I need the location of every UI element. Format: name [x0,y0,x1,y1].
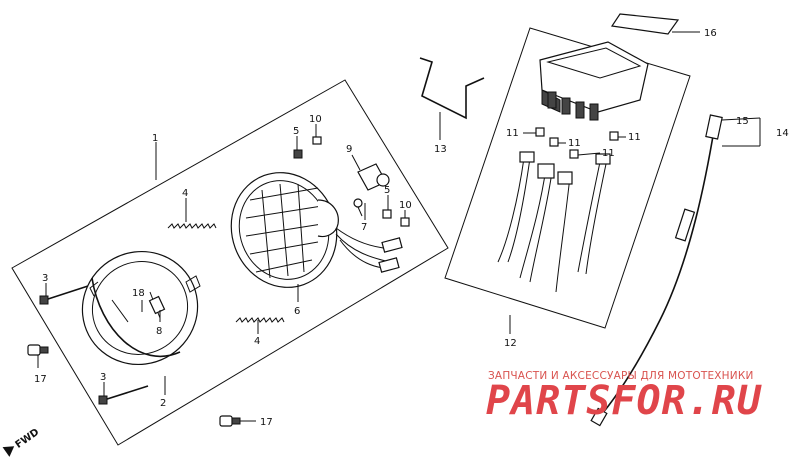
callout-13: 13 [434,144,447,155]
wire-harness [497,151,611,293]
watermark-brand: PARTSFOR.RU [486,378,762,424]
callout-14: 14 [776,128,789,139]
callout-6: 6 [294,306,300,317]
callout-4-lower: 4 [254,336,260,347]
grommet-upper [293,149,303,159]
callout-11-c: 11 [602,148,615,159]
headlight-case [81,250,201,366]
bolt-17-bottom [219,415,241,427]
callout-2: 2 [160,398,166,409]
callout-3-upper: 3 [42,273,48,284]
watermark-tagline: ЗАПЧАСТИ И АКСЕССУАРЫ ДЛЯ МОТОТЕХНИКИ [488,370,754,382]
callout-7: 7 [361,222,367,233]
callout-11-d: 11 [628,132,641,143]
watermark: ЗАПЧАСТИ И АКСЕССУАРЫ ДЛЯ МОТОТЕХНИКИ PA… [486,370,762,424]
callout-17-left: 17 [34,374,47,385]
callout-1: 1 [152,133,158,144]
callout-3-lower: 3 [100,372,106,383]
bolt-17-left [27,344,49,356]
spring-lower [235,317,285,323]
fwd-label: FWD [14,427,42,451]
fwd-direction-marker: FWD [2,427,42,457]
headlight-panel-outline [11,79,449,446]
cap-upper [312,136,322,145]
callouts: 1 2 3 3 4 4 5 5 6 7 8 9 10 10 11 11 11 1… [34,28,789,428]
callout-10-lower: 10 [399,200,412,211]
callout-11-b: 11 [568,138,581,149]
fwd-arrow-icon [2,446,15,457]
callout-17-bottom: 17 [260,417,273,428]
callout-11-a: 11 [506,128,519,139]
callout-5-lower: 5 [384,185,390,196]
callout-5-upper: 5 [293,126,299,137]
bulbs [535,127,619,159]
meter-housing [539,41,649,121]
callout-4-upper: 4 [182,188,188,199]
meter-panel-outline [444,27,691,329]
bolt-upper [39,285,89,305]
meter-bracket [419,57,485,120]
grommet-lower [382,209,392,219]
screw-7 [353,198,363,217]
callout-16: 16 [704,28,717,39]
bulb-socket [335,163,403,273]
callout-18: 18 [132,288,145,299]
callout-12: 12 [504,338,517,349]
callout-9: 9 [346,144,352,155]
callout-8: 8 [156,326,162,337]
meter-cover [610,13,680,35]
leader-lines [37,31,761,422]
callout-15: 15 [736,116,749,127]
speedometer-cable [590,114,723,427]
bolt-lower [98,385,149,405]
spring-upper [167,223,217,229]
callout-10-upper: 10 [309,114,322,125]
cap-lower [400,217,410,227]
headlight-lens-unit [230,172,339,288]
